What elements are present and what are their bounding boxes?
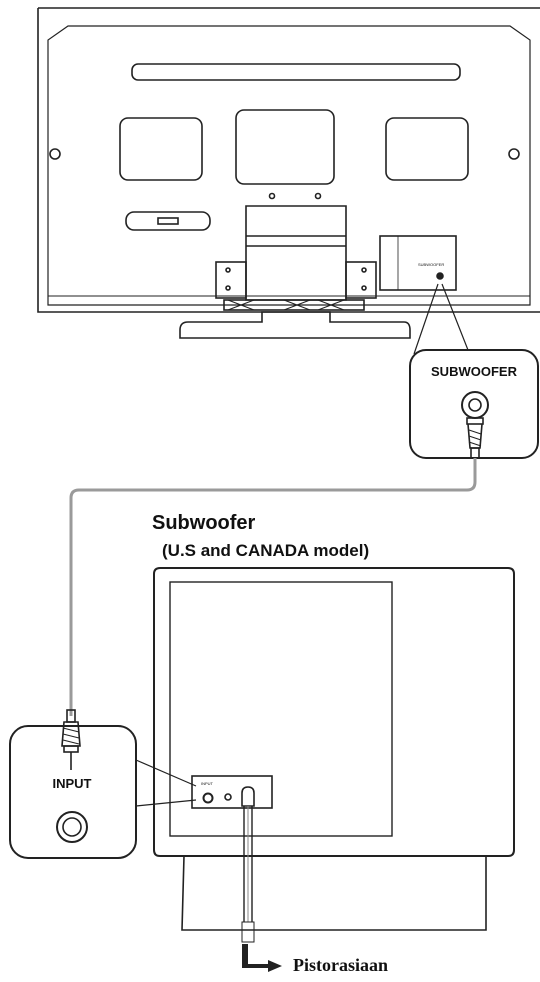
tv-back xyxy=(37,7,540,339)
subwoofer-title: Subwoofer xyxy=(152,512,256,534)
input-label: INPUT xyxy=(52,776,92,791)
tv-subwoofer-label: SUBWOOFER xyxy=(431,364,517,379)
rca-plug-icon xyxy=(61,709,81,770)
tv-bracket-right xyxy=(345,261,377,299)
tv-top-slot xyxy=(131,63,461,81)
rca-plug-icon xyxy=(466,417,484,459)
subwoofer-input-jack xyxy=(202,792,214,804)
tv-outer-frame xyxy=(37,7,540,313)
subwoofer-cabinet xyxy=(153,567,515,857)
power-cord-connector xyxy=(241,786,255,807)
tv-vent-center xyxy=(235,109,335,185)
tv-vent-right xyxy=(385,117,469,181)
input-callout xyxy=(9,709,197,859)
right-arrow-icon xyxy=(242,944,282,972)
power-cord xyxy=(243,806,253,922)
tv-subwoofer-jack xyxy=(436,272,444,280)
rca-jack-icon xyxy=(56,811,88,843)
tv-stand-neck xyxy=(245,205,347,301)
subwoofer-input-panel xyxy=(191,775,273,809)
tv-handle xyxy=(125,211,211,231)
subwoofer-base xyxy=(181,855,487,931)
tv-hinge-right xyxy=(508,148,520,160)
tv-bracket-left xyxy=(215,261,247,299)
tv-crossbar xyxy=(223,299,365,311)
rca-jack-icon xyxy=(461,391,489,419)
subwoofer-grille xyxy=(169,581,393,837)
tv-terminal-box xyxy=(379,235,457,291)
tv-hinge-left xyxy=(49,148,61,160)
subwoofer-model-note: (U.S and CANADA model) xyxy=(162,541,370,560)
tv-vent-left xyxy=(119,117,203,181)
outlet-label: Pistorasiaan xyxy=(293,955,389,975)
tv-panel-label: SUBWOOFER xyxy=(418,262,445,267)
audio-cable xyxy=(69,458,477,716)
subwoofer-panel-label: INPUT xyxy=(201,781,213,786)
subwoofer-unit xyxy=(153,567,515,943)
tv-inner-frame xyxy=(47,25,531,306)
input-callout-box xyxy=(9,725,137,859)
tv-stand-base xyxy=(179,311,411,339)
